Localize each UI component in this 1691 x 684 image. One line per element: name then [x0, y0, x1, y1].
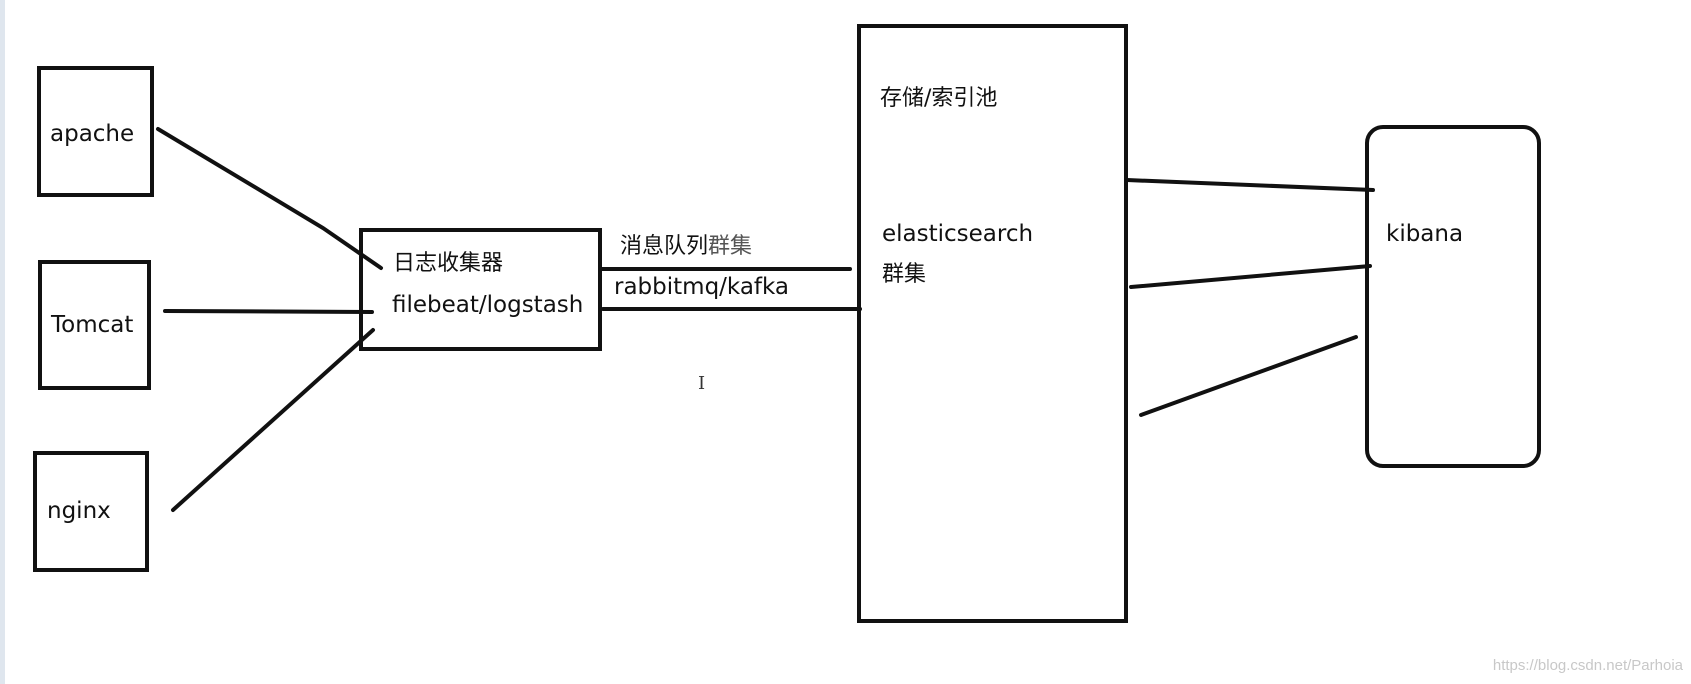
nginx-box	[33, 451, 149, 572]
log-collector-box	[359, 228, 602, 351]
collector-tools: filebeat/logstash	[392, 292, 584, 318]
storage-title: 存储/索引池	[880, 86, 998, 111]
line-apache-to-collector	[156, 127, 383, 270]
line-es-to-kibana-3	[1139, 335, 1358, 417]
tomcat-box	[38, 260, 151, 390]
storage-engine: elasticsearch	[882, 221, 1034, 247]
line-nginx-to-collector	[171, 328, 375, 512]
kibana-box	[1365, 125, 1541, 468]
queue-title-main: 消息队列	[620, 234, 709, 259]
collector-title: 日志收集器	[393, 251, 504, 276]
apache-box	[37, 66, 154, 197]
nginx-label: nginx	[47, 498, 111, 524]
queue-title: 消息队列群集	[620, 236, 752, 258]
queue-tools: rabbitmq/kafka	[614, 274, 790, 300]
watermark: https://blog.csdn.net/Parhoia	[1492, 657, 1683, 674]
line-es-to-kibana-2	[1129, 264, 1372, 289]
tomcat-label: Tomcat	[51, 312, 134, 338]
apache-label: apache	[50, 121, 135, 147]
storage-cluster: 群集	[882, 262, 927, 287]
kibana-label: kibana	[1386, 221, 1464, 247]
line-es-to-kibana-1	[1125, 178, 1375, 192]
text-cursor-icon: I	[698, 373, 706, 394]
left-edge-stripe	[0, 0, 5, 684]
elasticsearch-box	[857, 24, 1128, 623]
line-tomcat-to-collector	[163, 309, 374, 314]
queue-title-cluster: 群集	[708, 234, 753, 259]
